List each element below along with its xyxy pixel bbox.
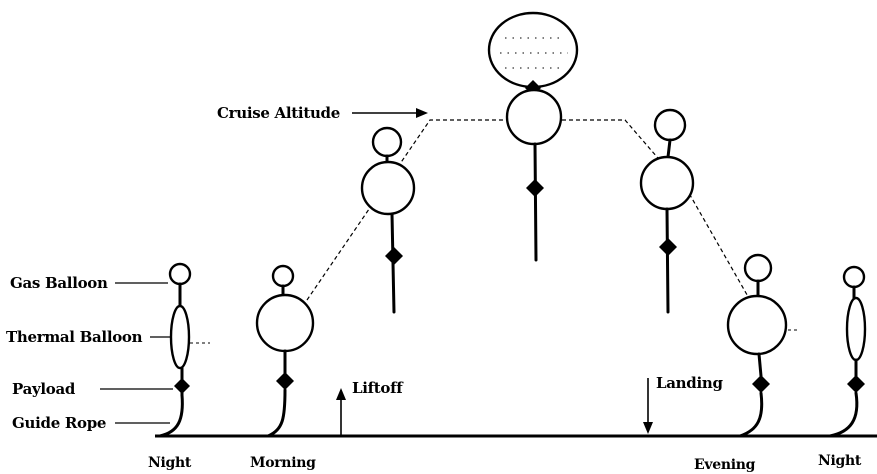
balloon-stage-night-end [828, 265, 867, 438]
label-thermal-balloon: Thermal Balloon [6, 328, 143, 346]
time-morning: Morning [250, 455, 316, 471]
label-landing: Landing [656, 374, 723, 392]
label-guide-rope: Guide Rope [12, 414, 106, 432]
balloon-stage-cruise [487, 11, 579, 262]
label-liftoff: Liftoff [352, 379, 404, 397]
balloon-stage-morning [255, 264, 315, 438]
label-cruise-altitude: Cruise Altitude [217, 104, 340, 122]
payload-diamond [174, 378, 190, 394]
label-gas-balloon: Gas Balloon [10, 274, 108, 292]
time-night-end: Night [818, 453, 862, 469]
time-evening: Evening [694, 457, 756, 473]
label-payload: Payload [12, 380, 76, 398]
balloon-stage-ascending [360, 126, 416, 314]
balloon-stage-night-start [158, 262, 192, 438]
balloon-stage-evening [726, 253, 798, 438]
time-night-start: Night [148, 455, 192, 471]
balloon-stage-descending [639, 108, 695, 314]
